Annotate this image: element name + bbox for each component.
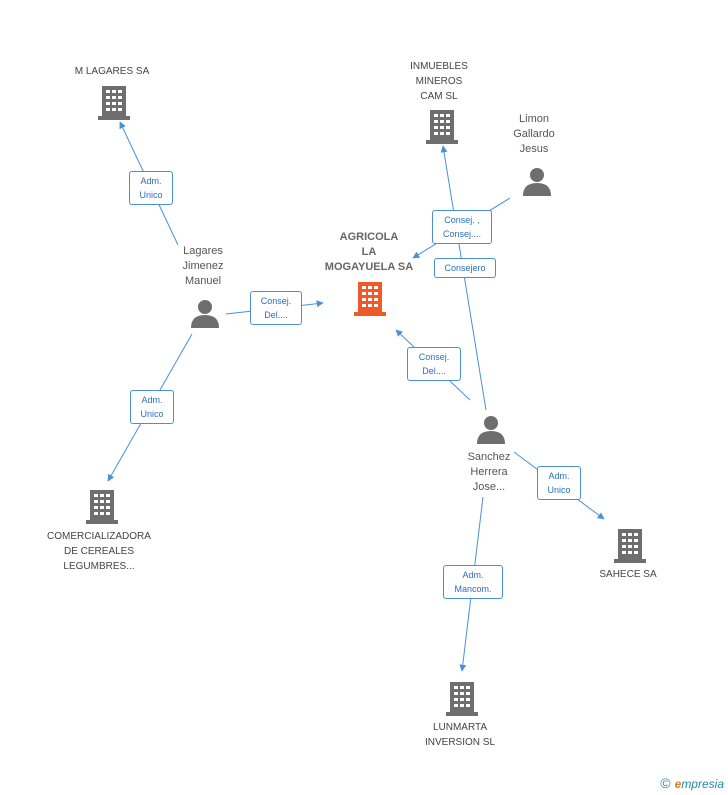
building-icon[interactable] xyxy=(426,108,458,144)
brand-footer: ©empresia xyxy=(660,775,724,791)
node-label-sahece[interactable]: SAHECE SA xyxy=(599,569,657,580)
node-label-limon[interactable]: Limon Gallardo Jesus xyxy=(513,113,555,155)
brand-initial: e xyxy=(674,777,682,791)
brand-name: mpresia xyxy=(681,777,724,791)
person-icon[interactable] xyxy=(476,414,506,444)
edge-line-sanchez-inmuebles xyxy=(440,145,487,411)
building-icon[interactable] xyxy=(86,488,118,524)
node-label-sanchez[interactable]: Sanchez Herrera Jose... xyxy=(467,451,511,493)
node-label-lunmarta[interactable]: LUNMARTA INVERSION SL xyxy=(424,722,496,748)
edge-label-lagares-mlagares[interactable]: Adm. Unico xyxy=(129,171,173,205)
building-icon[interactable] xyxy=(98,84,130,120)
node-label-agricola[interactable]: AGRICOLA LA MOGAYUELA SA xyxy=(324,231,414,273)
edge-label-sanchez-lunmarta[interactable]: Adm. Mancom. xyxy=(443,565,503,599)
copyright-icon: © xyxy=(660,775,671,791)
edge-label-sanchez-agricola[interactable]: Consej. Del.... xyxy=(407,347,461,381)
edge-label-sanchez-sahece[interactable]: Adm. Unico xyxy=(537,466,581,500)
node-label-m-lagares[interactable]: M LAGARES SA xyxy=(74,66,150,77)
node-label-inmuebles[interactable]: INMUEBLES MINEROS CAM SL xyxy=(410,61,468,102)
main-building-icon[interactable] xyxy=(354,280,386,316)
person-icon[interactable] xyxy=(190,298,220,328)
person-icon[interactable] xyxy=(522,166,552,196)
node-label-comercializadora[interactable]: COMERCIALIZADORA DE CEREALES LEGUMBRES..… xyxy=(47,531,151,572)
edge-label-sanchez-consejero[interactable]: Consejero xyxy=(434,258,496,278)
edge-label-limon-agricola[interactable]: Consej. , Consej.... xyxy=(432,210,492,244)
edge-label-lagares-agricola[interactable]: Consej. Del.... xyxy=(250,291,302,325)
building-icon[interactable] xyxy=(446,680,478,716)
node-label-lagares-jimenez[interactable]: Lagares Jimenez Manuel xyxy=(182,245,224,287)
building-icon[interactable] xyxy=(614,527,646,563)
edge-label-lagares-comercializadora[interactable]: Adm. Unico xyxy=(130,390,174,424)
